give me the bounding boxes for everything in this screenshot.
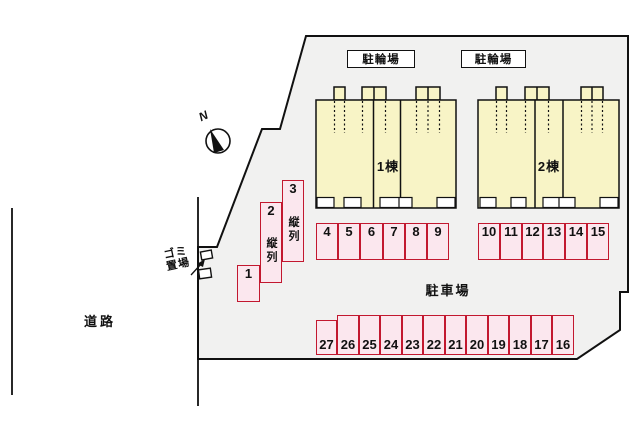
- parking-space-26: 26: [337, 315, 359, 355]
- parking-space-number: 25: [362, 336, 377, 352]
- parking-space-number: 22: [426, 336, 442, 352]
- parking-space-6: 6: [360, 223, 383, 260]
- parking-space-number: 20: [469, 336, 485, 352]
- parking-space-number: 21: [448, 336, 463, 352]
- parking-space-11: 11: [500, 223, 522, 260]
- parking-space-19: 19: [488, 315, 509, 355]
- parking-space-16: 16: [552, 315, 574, 355]
- bicycle-parking-left: 駐輪場: [347, 50, 415, 68]
- building-1: [315, 86, 457, 209]
- parking-space-10: 10: [478, 223, 500, 260]
- parking-space-number: 14: [568, 224, 584, 239]
- parking-lot-label: 駐車場: [425, 283, 471, 298]
- parking-space-number: 6: [367, 224, 376, 239]
- parking-space-number: 5: [345, 224, 353, 239]
- parking-space-number: 11: [504, 224, 518, 239]
- parking-space-24: 24: [380, 315, 402, 355]
- parking-space-13: 13: [543, 223, 565, 260]
- parking-space-3: 3 縦列: [282, 180, 304, 262]
- parking-space-17: 17: [531, 315, 552, 355]
- tandem-label: 縦列: [265, 237, 277, 266]
- parking-space-number: 16: [555, 336, 571, 352]
- parking-space-7: 7: [383, 223, 405, 260]
- parking-space-number: 17: [534, 336, 549, 352]
- parking-space-number: 13: [546, 224, 562, 239]
- parking-space-number: 24: [383, 336, 399, 352]
- parking-space-25: 25: [359, 315, 380, 355]
- parking-space-22: 22: [423, 315, 445, 355]
- parking-space-12: 12: [522, 223, 543, 260]
- parking-space-21: 21: [445, 315, 466, 355]
- bicycle-parking-right-label: 駐輪場: [474, 54, 513, 66]
- parking-space-number: 15: [590, 224, 606, 239]
- parking-space-4: 4: [316, 223, 338, 260]
- building-1-entrances: [316, 196, 456, 209]
- parking-space-number: 3: [289, 181, 297, 196]
- garbage-bins: [197, 249, 214, 280]
- parking-space-8: 8: [405, 223, 427, 260]
- parking-space-number: 8: [412, 224, 420, 239]
- parking-space-number: 10: [481, 224, 497, 239]
- parking-space-number: 27: [319, 336, 334, 352]
- parking-space-number: 4: [323, 224, 331, 239]
- building-1-label: 1棟: [376, 159, 400, 174]
- parking-space-number: 7: [390, 224, 398, 239]
- parking-space-9: 9: [427, 223, 449, 260]
- parking-space-number: 23: [405, 336, 420, 352]
- parking-space-number: 18: [512, 336, 528, 352]
- parking-space-15: 15: [587, 223, 609, 260]
- parking-space-20: 20: [466, 315, 488, 355]
- parking-space-1: 1: [237, 265, 260, 302]
- parking-space-number: 26: [340, 336, 356, 352]
- building-2-label: 2棟: [537, 159, 561, 174]
- garbage-arrow: [190, 259, 205, 276]
- parking-space-23: 23: [402, 315, 423, 355]
- parking-space-number: 19: [491, 336, 506, 352]
- parking-space-18: 18: [509, 315, 531, 355]
- road-label: 道路: [83, 314, 116, 329]
- bicycle-parking-right: 駐輪場: [461, 50, 526, 68]
- compass-icon: [205, 128, 231, 154]
- parking-space-number: 1: [244, 266, 253, 281]
- parking-space-2: 2 縦列: [260, 202, 282, 283]
- building-2-entrances: [479, 196, 619, 209]
- bicycle-parking-left-label: 駐輪場: [362, 54, 400, 66]
- parking-space-number: 12: [525, 224, 540, 239]
- tandem-label: 縦列: [287, 215, 299, 244]
- building-2: [477, 86, 620, 209]
- parking-space-number: 2: [267, 203, 275, 218]
- parking-space-number: 9: [434, 224, 442, 239]
- parking-space-14: 14: [565, 223, 587, 260]
- parking-space-27: 27: [316, 320, 337, 355]
- parking-space-5: 5: [338, 223, 360, 260]
